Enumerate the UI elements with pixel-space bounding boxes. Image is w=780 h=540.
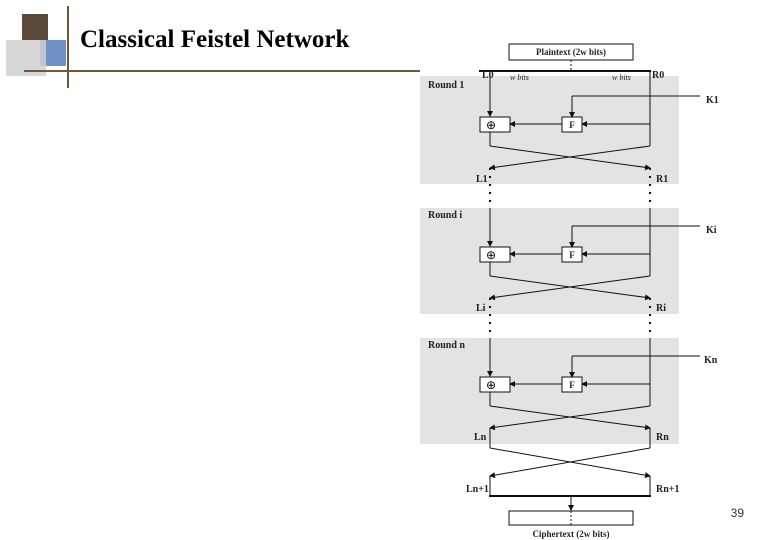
round-n-panel — [420, 338, 679, 444]
round-i-f: F — [569, 250, 575, 260]
final-r-label: Rn+1 — [656, 484, 679, 495]
decor-vertical-line — [67, 6, 69, 88]
ciphertext-label: Ciphertext (2w bits) — [533, 529, 610, 539]
round-i-r-label: Ri — [656, 303, 666, 314]
ciphertext-box — [508, 510, 634, 526]
round-i-key: Ki — [706, 225, 717, 236]
round-1-key: K1 — [706, 95, 719, 106]
page-number: 39 — [730, 506, 744, 520]
round-1-f: F — [569, 120, 575, 130]
decor-square-brown — [22, 14, 48, 40]
round-n-xor-icon: ⊕ — [486, 378, 496, 392]
merge-bar — [489, 495, 651, 497]
round-1-r-label: R1 — [656, 174, 668, 185]
round-1-l-label: L1 — [476, 174, 488, 185]
round-1-label: Round 1 — [428, 80, 464, 91]
round-i-label: Round i — [428, 210, 462, 221]
r0-label: R0 — [652, 70, 664, 81]
round-i-l-label: Li — [476, 303, 486, 314]
round-n-l-label: Ln — [474, 432, 487, 443]
l0-label: L0 — [482, 70, 494, 81]
round-n-f: F — [569, 380, 575, 390]
round-n-label: Round n — [428, 340, 465, 351]
round-i-xor-icon: ⊕ — [486, 248, 496, 262]
round-1-xor-icon: ⊕ — [486, 118, 496, 132]
w-bits-right: w bits — [612, 73, 631, 82]
slide-title: Classical Feistel Network — [80, 26, 350, 53]
round-i-panel — [420, 208, 679, 314]
round-n-r-label: Rn — [656, 432, 669, 443]
w-bits-left: w bits — [510, 73, 529, 82]
round-n-key: Kn — [704, 355, 718, 366]
decor-horizontal-line — [24, 70, 420, 72]
split-bar — [479, 70, 651, 72]
final-l-label: Ln+1 — [466, 484, 489, 495]
plaintext-label: Plaintext (2w bits) — [536, 47, 606, 57]
round-1-panel — [420, 76, 679, 184]
